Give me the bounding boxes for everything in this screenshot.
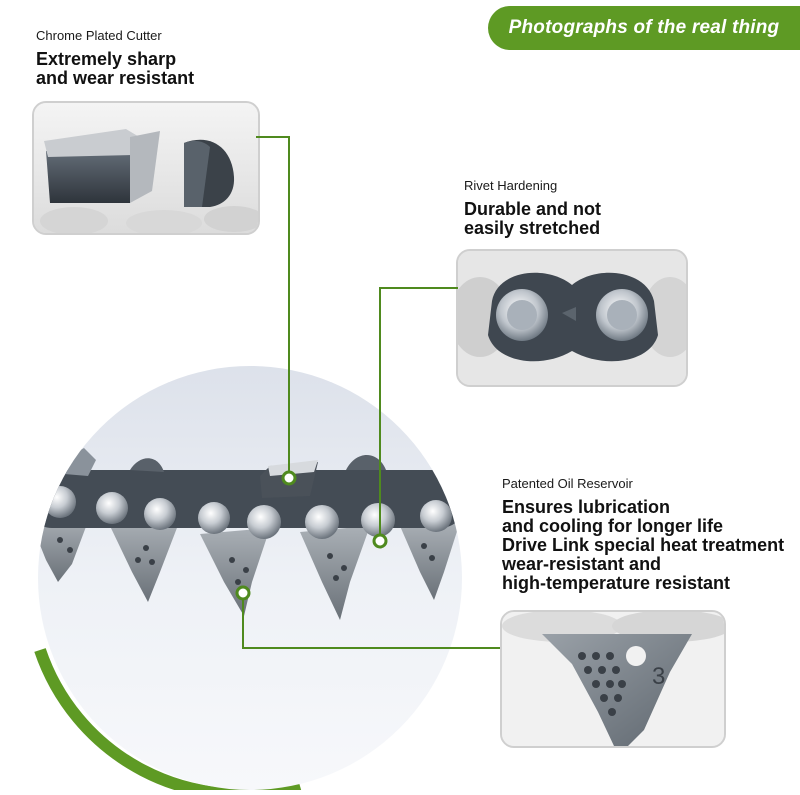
drive-link-number-inset: 3	[652, 663, 665, 690]
rivet-closeup-illustration	[458, 251, 686, 385]
oil-caption-line-3: Drive Link special heat treatment	[502, 535, 785, 555]
oil-caption-line-4: wear-resistant and	[502, 554, 662, 574]
drive-link-closeup-illustration: 3	[502, 612, 724, 746]
rivet-closeup-photo	[456, 249, 688, 387]
oil-caption-line-1: Ensures lubrication	[502, 497, 671, 517]
drive-link-closeup-photo: 3	[500, 610, 726, 748]
oil-caption-line-2: and cooling for longer life	[502, 516, 724, 536]
oil-caption-line-5: high-temperature resistant	[502, 573, 731, 593]
chain-main-illustration	[34, 366, 462, 795]
cutter-caption-line-1: Extremely sharp	[36, 49, 177, 69]
rivet-caption-title: Rivet Hardening	[464, 178, 558, 193]
chain-main-photo	[0, 320, 470, 795]
rivet-caption-line-2: easily stretched	[464, 218, 601, 238]
cutter-closeup-illustration	[34, 103, 258, 233]
cutter-closeup-photo	[32, 101, 260, 235]
cutter-caption-line-2: and wear resistant	[36, 68, 195, 88]
photographs-banner: Photographs of the real thing	[488, 6, 800, 50]
cutter-caption-title: Chrome Plated Cutter	[36, 28, 162, 43]
oil-caption-title: Patented Oil Reservoir	[502, 476, 633, 491]
rivet-caption-line-1: Durable and not	[464, 199, 602, 219]
